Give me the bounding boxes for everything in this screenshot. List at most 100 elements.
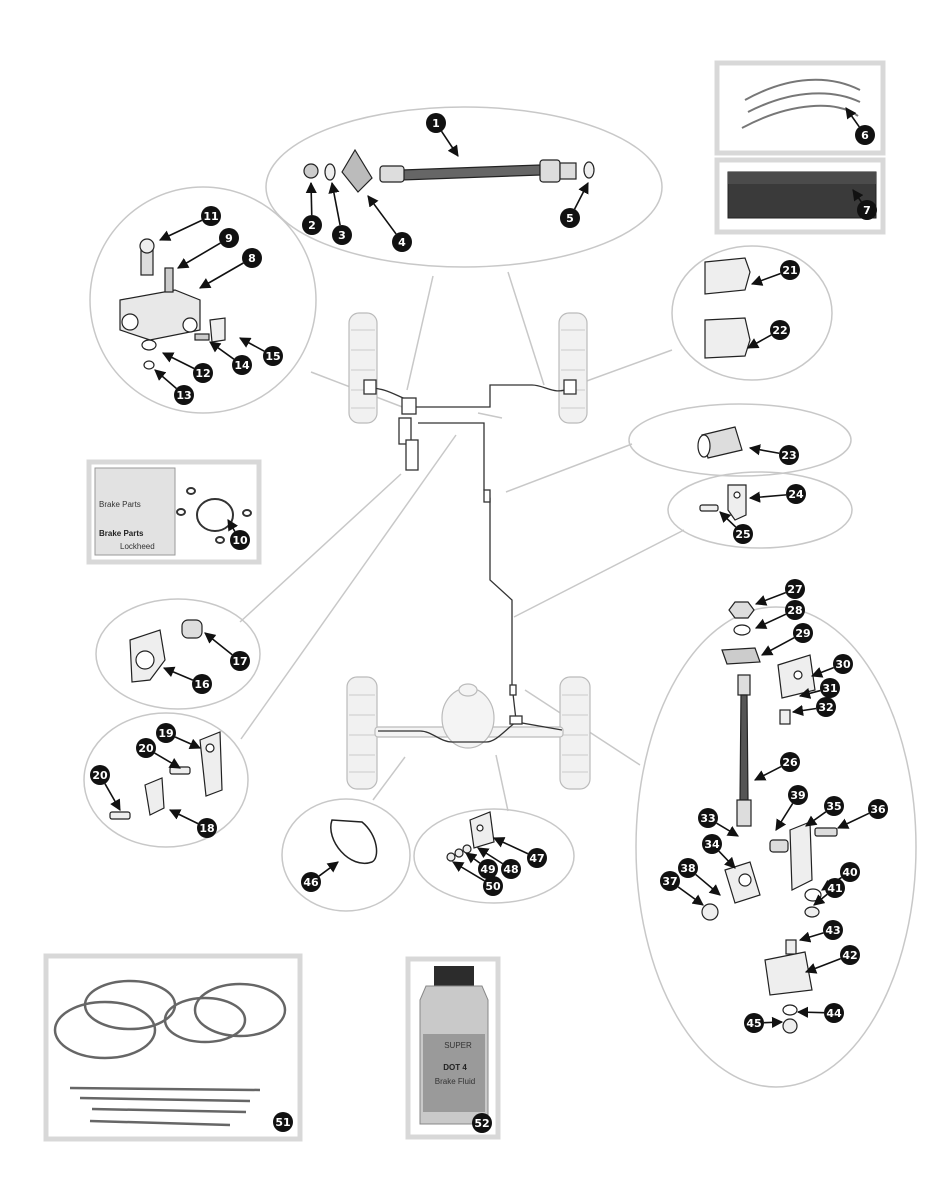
pipe-strap: [330, 819, 378, 865]
callout-number-27: 27: [787, 583, 802, 596]
callout-number-21: 21: [782, 264, 797, 277]
callout-arrow-32: [791, 704, 817, 717]
callout-arrow-41: [813, 893, 828, 906]
callout-badge-36: [868, 799, 888, 819]
callout-arrow-16: [162, 666, 194, 681]
callout-arrow-5: [573, 182, 589, 210]
callout-arrow-3: [328, 181, 341, 226]
photo-inset-pipe-set: [43, 953, 303, 1142]
callout-42: 42: [804, 945, 860, 974]
callout-badge-39: [788, 785, 808, 805]
callout-36: 36: [836, 799, 888, 829]
callout-badge-8: [242, 248, 262, 268]
brake-t-piece: [119, 238, 226, 370]
callout-number-22: 22: [772, 324, 787, 337]
photo-inset-brake-fluid: SUPER DOT 4 Brake Fluid: [405, 956, 501, 1140]
callout-badge-29: [793, 623, 813, 643]
callout-arrow-1: [440, 130, 459, 157]
group-strap: [281, 798, 411, 912]
callout-number-15: 15: [265, 350, 280, 363]
callout-35: 35: [805, 796, 844, 827]
callout-number-36: 36: [870, 803, 886, 816]
callout-46: 46: [301, 861, 339, 892]
pipe-spacer: [697, 426, 743, 459]
callout-arrow-8: [199, 262, 244, 289]
callout-badge-19: [156, 723, 176, 743]
callout-badge-17: [230, 651, 250, 671]
group-clip-16: [95, 598, 261, 710]
callout-15: 15: [239, 337, 283, 366]
callout-49: 49: [465, 852, 498, 879]
callout-arrow-47: [492, 837, 529, 855]
callout-number-24: 24: [788, 488, 804, 501]
callout-badge-35: [824, 796, 844, 816]
callout-arrow-20b: [104, 783, 121, 811]
front-flexible-hose-assembly: [303, 148, 595, 193]
callout-44: 44: [796, 1003, 844, 1023]
callout-33: 33: [698, 808, 739, 837]
callout-number-40: 40: [842, 866, 858, 879]
callout-arrow-36: [836, 812, 870, 829]
callout-arrow-2: [305, 181, 317, 216]
callout-19: 19: [156, 723, 202, 750]
callout-arrow-39: [775, 803, 794, 831]
callout-badge-50: [483, 876, 503, 896]
callout-arrow-15: [239, 337, 265, 352]
callout-arrow-26: [754, 765, 782, 781]
callout-badge-18: [197, 818, 217, 838]
callout-number-13: 13: [176, 389, 191, 402]
callout-arrow-20a: [154, 752, 181, 769]
callout-number-19: 19: [158, 727, 173, 740]
callout-arrow-30: [810, 666, 834, 678]
callout-38: 38: [678, 858, 721, 896]
callout-number-52: 52: [474, 1117, 489, 1130]
callout-badge-52: [472, 1113, 492, 1133]
callout-number-23: 23: [781, 449, 796, 462]
callout-number-4: 4: [398, 236, 406, 249]
callout-badge-45: [744, 1013, 764, 1033]
callout-number-34: 34: [704, 838, 720, 851]
fluid-label-1: SUPER: [444, 1041, 472, 1050]
callout-12: 12: [161, 352, 213, 383]
callout-number-17: 17: [232, 655, 247, 668]
callout-badge-1: [426, 113, 446, 133]
callout-number-9: 9: [225, 232, 233, 245]
callout-badge-23: [779, 445, 799, 465]
callout-arrow-45: [763, 1016, 784, 1028]
callout-arrow-24: [748, 491, 787, 503]
callout-arrow-49: [465, 852, 481, 864]
group-rear-hose: [635, 606, 917, 1088]
callout-27: 27: [754, 579, 805, 606]
callout-number-7: 7: [863, 204, 871, 217]
rear-left-wheel: [346, 676, 378, 790]
callout-badge-20a: [136, 738, 156, 758]
callout-21: 21: [750, 260, 800, 286]
callout-32: 32: [791, 697, 836, 717]
photo-inset-seal-kit: Brake Parts Brake Parts Lockheed: [86, 459, 262, 565]
pipe-clips-and-screws: [109, 731, 223, 820]
callout-1: 1: [426, 113, 459, 157]
callout-badge-37: [660, 871, 680, 891]
callout-badge-7: [857, 200, 877, 220]
callout-3: 3: [328, 181, 352, 245]
callout-45: 45: [744, 1013, 784, 1033]
callout-6: 6: [845, 107, 875, 145]
callout-10: 10: [227, 519, 250, 550]
callout-39: 39: [775, 785, 808, 831]
callout-arrow-28: [754, 613, 787, 629]
callout-number-30: 30: [835, 658, 851, 671]
callout-arrow-23: [748, 444, 780, 456]
callout-layer: 1234567891011121314151617181920202122232…: [90, 107, 888, 1133]
callout-arrow-9: [177, 242, 221, 269]
callout-number-43: 43: [825, 924, 840, 937]
callout-40: 40: [821, 862, 860, 891]
callout-43: 43: [798, 920, 843, 943]
callout-badge-41: [825, 878, 845, 898]
callout-arrow-22: [747, 334, 772, 349]
callout-number-11: 11: [203, 210, 218, 223]
callout-8: 8: [199, 248, 262, 289]
photo-inset-bracket: [714, 157, 886, 235]
group-clip-47: [413, 808, 575, 904]
callout-number-32: 32: [818, 701, 833, 714]
callout-arrow-21: [750, 272, 781, 286]
